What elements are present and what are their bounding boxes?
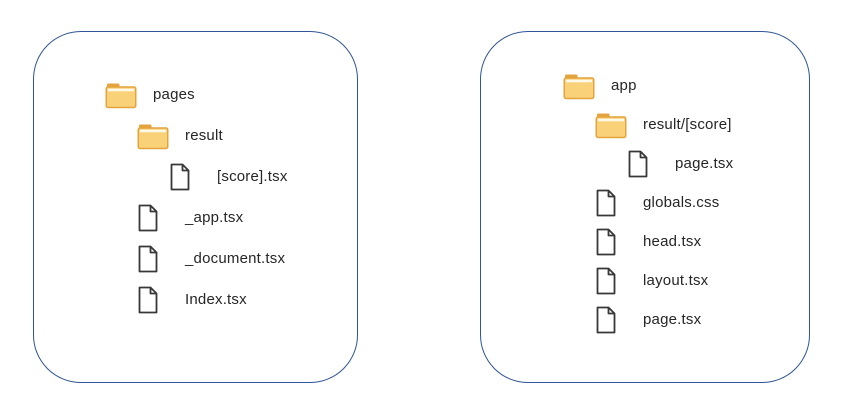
- tree-item-file: [score].tsx: [34, 156, 357, 197]
- tree-item-icon-slot: [595, 189, 629, 217]
- folder-icon: [137, 124, 169, 149]
- folder-icon: [595, 113, 627, 138]
- tree-item-folder: app: [481, 66, 809, 105]
- tree-item-file: layout.tsx: [481, 261, 809, 300]
- file-tree-app: app result/[score] page.tsx globals.css …: [481, 32, 809, 339]
- tree-item-icon-slot: [169, 163, 203, 191]
- tree-item-file: page.tsx: [481, 300, 809, 339]
- folder-icon: [105, 83, 137, 108]
- file-icon: [138, 286, 158, 313]
- tree-item-label: _document.tsx: [185, 250, 286, 267]
- tree-item-label: globals.css: [643, 194, 720, 211]
- tree-item-icon-slot: [137, 245, 171, 273]
- file-tree-pages: pages result [score].tsx _app.tsx _docum…: [34, 32, 357, 320]
- tree-item-label: result: [185, 127, 223, 144]
- tree-item-icon-slot: [137, 122, 171, 150]
- tree-item-label: layout.tsx: [643, 272, 709, 289]
- folder-icon: [563, 74, 595, 99]
- tree-item-file: page.tsx: [481, 144, 809, 183]
- tree-item-icon-slot: [137, 286, 171, 314]
- tree-item-folder: result: [34, 115, 357, 156]
- tree-item-icon-slot: [595, 228, 629, 256]
- tree-item-icon-slot: [595, 111, 629, 139]
- tree-item-label: head.tsx: [643, 233, 702, 250]
- tree-item-file: head.tsx: [481, 222, 809, 261]
- tree-item-icon-slot: [595, 306, 629, 334]
- panel-pages-directory: pages result [score].tsx _app.tsx _docum…: [33, 31, 358, 383]
- tree-item-label: page.tsx: [675, 155, 734, 172]
- tree-item-icon-slot: [105, 81, 139, 109]
- panel-app-directory: app result/[score] page.tsx globals.css …: [480, 31, 810, 383]
- tree-item-label: pages: [153, 86, 195, 103]
- tree-item-folder: result/[score]: [481, 105, 809, 144]
- file-icon: [138, 245, 158, 272]
- tree-item-file: Index.tsx: [34, 279, 357, 320]
- tree-item-icon-slot: [563, 72, 597, 100]
- file-icon: [596, 189, 616, 216]
- file-icon: [596, 267, 616, 294]
- file-icon: [596, 306, 616, 333]
- tree-item-folder: pages: [34, 74, 357, 115]
- tree-item-file: _document.tsx: [34, 238, 357, 279]
- tree-item-icon-slot: [137, 204, 171, 232]
- tree-item-label: [score].tsx: [217, 168, 288, 185]
- tree-item-icon-slot: [627, 150, 661, 178]
- tree-item-label: result/[score]: [643, 116, 732, 133]
- tree-item-label: page.tsx: [643, 311, 702, 328]
- tree-item-icon-slot: [595, 267, 629, 295]
- tree-item-label: Index.tsx: [185, 291, 247, 308]
- file-icon: [138, 204, 158, 231]
- file-icon: [170, 163, 190, 190]
- tree-item-label: app: [611, 77, 637, 94]
- tree-item-label: _app.tsx: [185, 209, 244, 226]
- file-icon: [596, 228, 616, 255]
- tree-item-file: globals.css: [481, 183, 809, 222]
- tree-item-file: _app.tsx: [34, 197, 357, 238]
- file-icon: [628, 150, 648, 177]
